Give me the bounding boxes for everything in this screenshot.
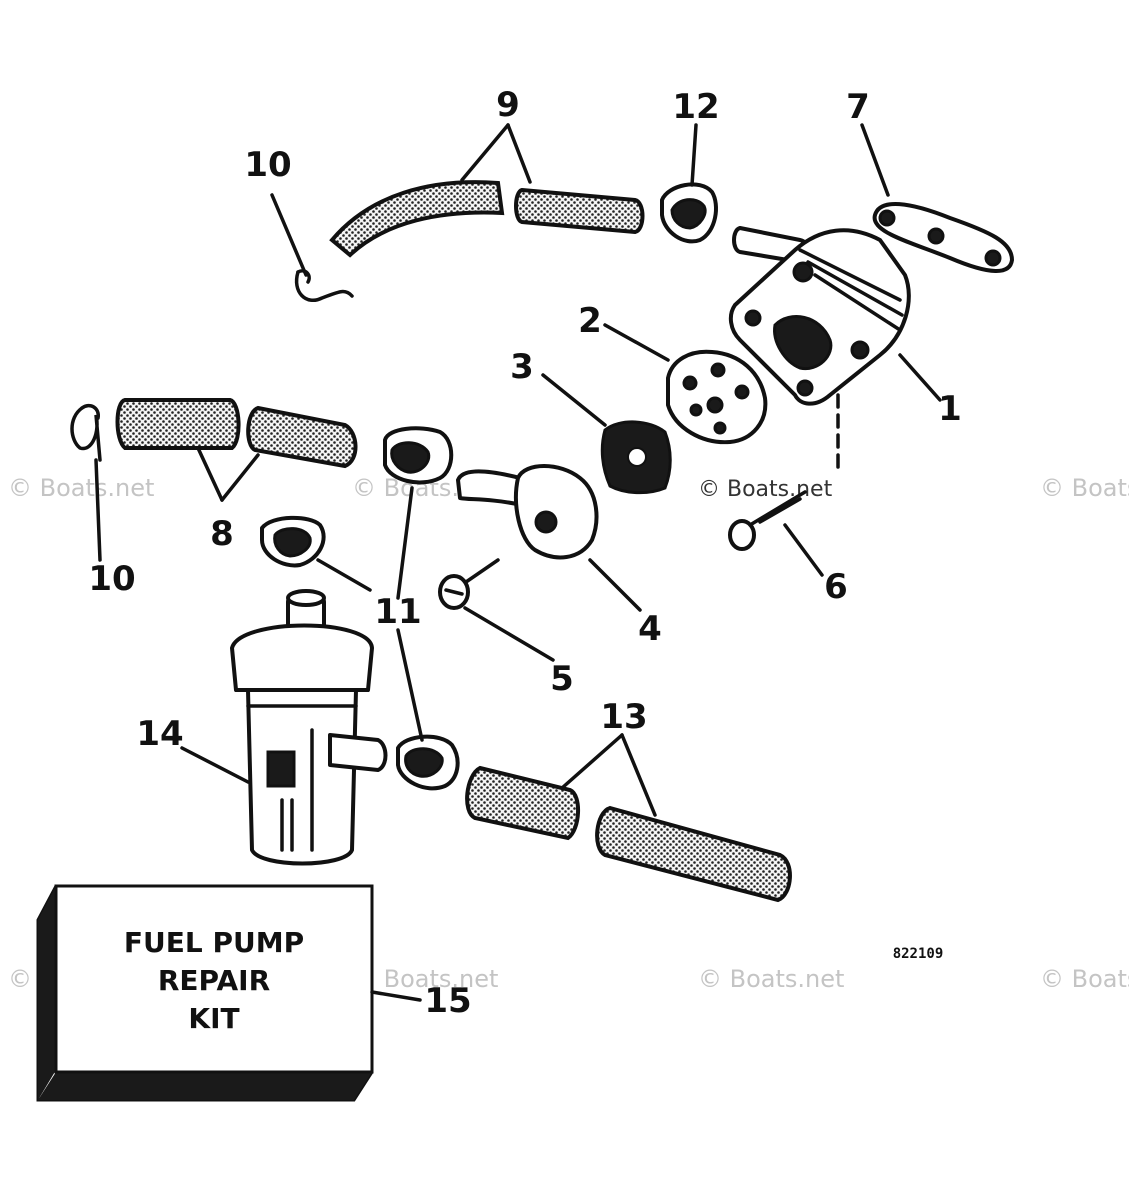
watermark: © Boats.net <box>1040 965 1129 993</box>
part-10-clip-lower <box>70 403 102 462</box>
callout-6: 6 <box>824 567 848 607</box>
callout-8: 8 <box>210 514 234 554</box>
part-8-hoses <box>115 398 358 469</box>
callout-7: 7 <box>846 87 870 127</box>
callout-4: 4 <box>638 609 662 649</box>
part-14-fuel-filter <box>230 589 388 866</box>
part-13-hoses <box>465 765 792 903</box>
kit-label-line-3: KIT <box>188 1002 239 1035</box>
callout-13: 13 <box>600 697 647 737</box>
callout-1: 1 <box>938 389 962 429</box>
part-11-clamps <box>260 426 460 791</box>
watermark: © Boats.net <box>698 477 833 502</box>
watermark: © Boats.net <box>8 474 154 502</box>
callout-11: 11 <box>374 592 421 632</box>
part-15-repair-kit-box: FUEL PUMP REPAIR KIT <box>36 884 374 1102</box>
part-10-clip-upper <box>294 269 354 302</box>
callout-5: 5 <box>550 659 574 699</box>
callout-15: 15 <box>424 981 471 1021</box>
part-7-gasket <box>872 202 1014 273</box>
kit-label-line-1: FUEL PUMP <box>124 926 304 959</box>
callout-numbers: 9 12 7 10 2 3 1 8 10 11 6 4 5 13 14 15 <box>88 85 962 1021</box>
leader-lines <box>94 123 942 1002</box>
part-12-clamp <box>660 182 718 244</box>
part-4-cover <box>456 464 599 560</box>
watermark: © Boats.net <box>352 965 498 993</box>
part-5-screw <box>438 558 500 610</box>
callout-14: 14 <box>136 714 183 754</box>
callout-10-upper: 10 <box>244 145 291 185</box>
kit-label-line-2: REPAIR <box>158 964 270 997</box>
watermark: © Boats.net <box>1040 474 1129 502</box>
part-6-screw <box>728 490 807 551</box>
part-1-pump-body <box>728 226 911 470</box>
callout-2: 2 <box>578 301 602 341</box>
part-9-hoses <box>329 180 645 258</box>
callout-9: 9 <box>496 85 520 125</box>
watermark: © Boats.net <box>698 965 844 993</box>
part-2-diaphragm <box>666 349 768 445</box>
drawing-code: 822109 <box>893 946 944 962</box>
callout-3: 3 <box>510 347 534 387</box>
callout-10-lower: 10 <box>88 559 135 599</box>
callout-12: 12 <box>672 87 719 127</box>
part-3-gasket <box>600 420 672 495</box>
